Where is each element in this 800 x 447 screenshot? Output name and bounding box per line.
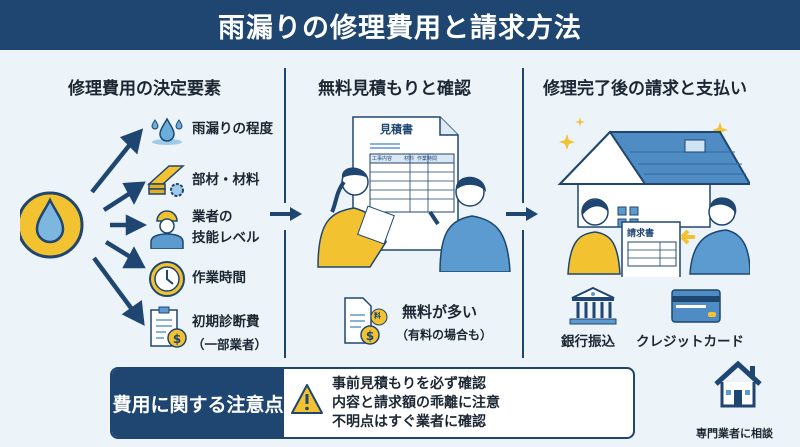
warning-icon	[291, 384, 323, 414]
credit-card-icon	[671, 289, 721, 323]
factor-label: 技能レベル	[192, 230, 260, 246]
factor-label: （一部業者）	[192, 337, 268, 352]
divider	[522, 230, 524, 358]
table-header: 材料	[404, 156, 415, 162]
worker-icon	[150, 210, 184, 249]
estimate-heading: 無料見積もりと確認	[318, 79, 471, 99]
svg-text:$: $	[173, 332, 181, 346]
bank-icon	[569, 286, 617, 325]
sparkle-icon	[559, 117, 728, 150]
table-header: 作業時間	[417, 156, 438, 162]
payment-credit-card: クレジットカード	[636, 334, 744, 350]
factor-arrows	[20, 128, 148, 326]
clock-icon	[149, 261, 185, 297]
note-line: 事前見積もりを必ず確認	[332, 376, 486, 392]
factor-label: 初期診断費	[192, 314, 260, 330]
note-line: 内容と請求額の乖離に注意	[332, 395, 500, 411]
person-customer	[317, 167, 395, 268]
flow-arrow-icon	[270, 207, 302, 221]
note-line: 不明点はすぐ業者に確認	[332, 414, 486, 430]
payment-bank-transfer: 銀行振込	[561, 334, 615, 350]
factor-label: 作業時間	[192, 270, 246, 286]
notes-list: 事前見積もりを必ず確認 内容と請求額の乖離に注意 不明点はすぐ業者に確認	[284, 369, 500, 437]
page-title: 雨漏りの修理費用と請求方法	[218, 12, 582, 44]
lumber-icon	[147, 165, 185, 197]
consult-label: 専門業者に相談	[696, 427, 773, 440]
clipboard-fee-icon: $	[150, 306, 187, 348]
estimate-note-sub: （有料の場合も）	[396, 328, 493, 342]
cost-notes-box: 費用に関する注意点 事前見積もりを必ず確認 内容と請求額の乖離に注意 不明点はす…	[110, 367, 635, 439]
water-drops-icon	[151, 117, 183, 145]
home-consult-icon	[714, 360, 762, 408]
house-icon	[557, 130, 750, 228]
factors-heading: 修理費用の決定要素	[68, 79, 221, 99]
water-drop-circle-icon	[20, 191, 84, 259]
invoice-title: 請求書	[627, 229, 655, 239]
billing-heading: 修理完了後の請求と支払い	[543, 79, 747, 99]
arrow-left-icon	[680, 229, 695, 245]
table-header: 工事内容	[372, 156, 393, 162]
person-contractor	[689, 197, 750, 275]
person-customer	[567, 198, 621, 275]
billing-illustration	[557, 117, 750, 277]
free-estimate-icon: $	[344, 297, 388, 345]
factor-label: 雨漏りの程度	[192, 121, 273, 137]
document-title: 見積書	[380, 123, 413, 136]
person-contractor	[428, 176, 511, 272]
table-header-row: 工事内容 材料作業時間	[372, 155, 437, 162]
estimate-illustration	[317, 116, 511, 272]
factor-label: 業者の	[192, 209, 233, 225]
coin-label: 料	[374, 312, 381, 320]
estimate-note-main: 無料が多い	[402, 303, 478, 321]
divider	[284, 230, 286, 358]
divider	[522, 68, 524, 203]
factor-label: 部材・材料	[192, 172, 260, 188]
notes-heading: 費用に関する注意点	[112, 369, 284, 437]
divider	[284, 68, 286, 203]
title-bar: 雨漏りの修理費用と請求方法	[0, 0, 800, 50]
flow-arrow-icon	[506, 207, 538, 221]
svg-text:$: $	[366, 329, 374, 343]
